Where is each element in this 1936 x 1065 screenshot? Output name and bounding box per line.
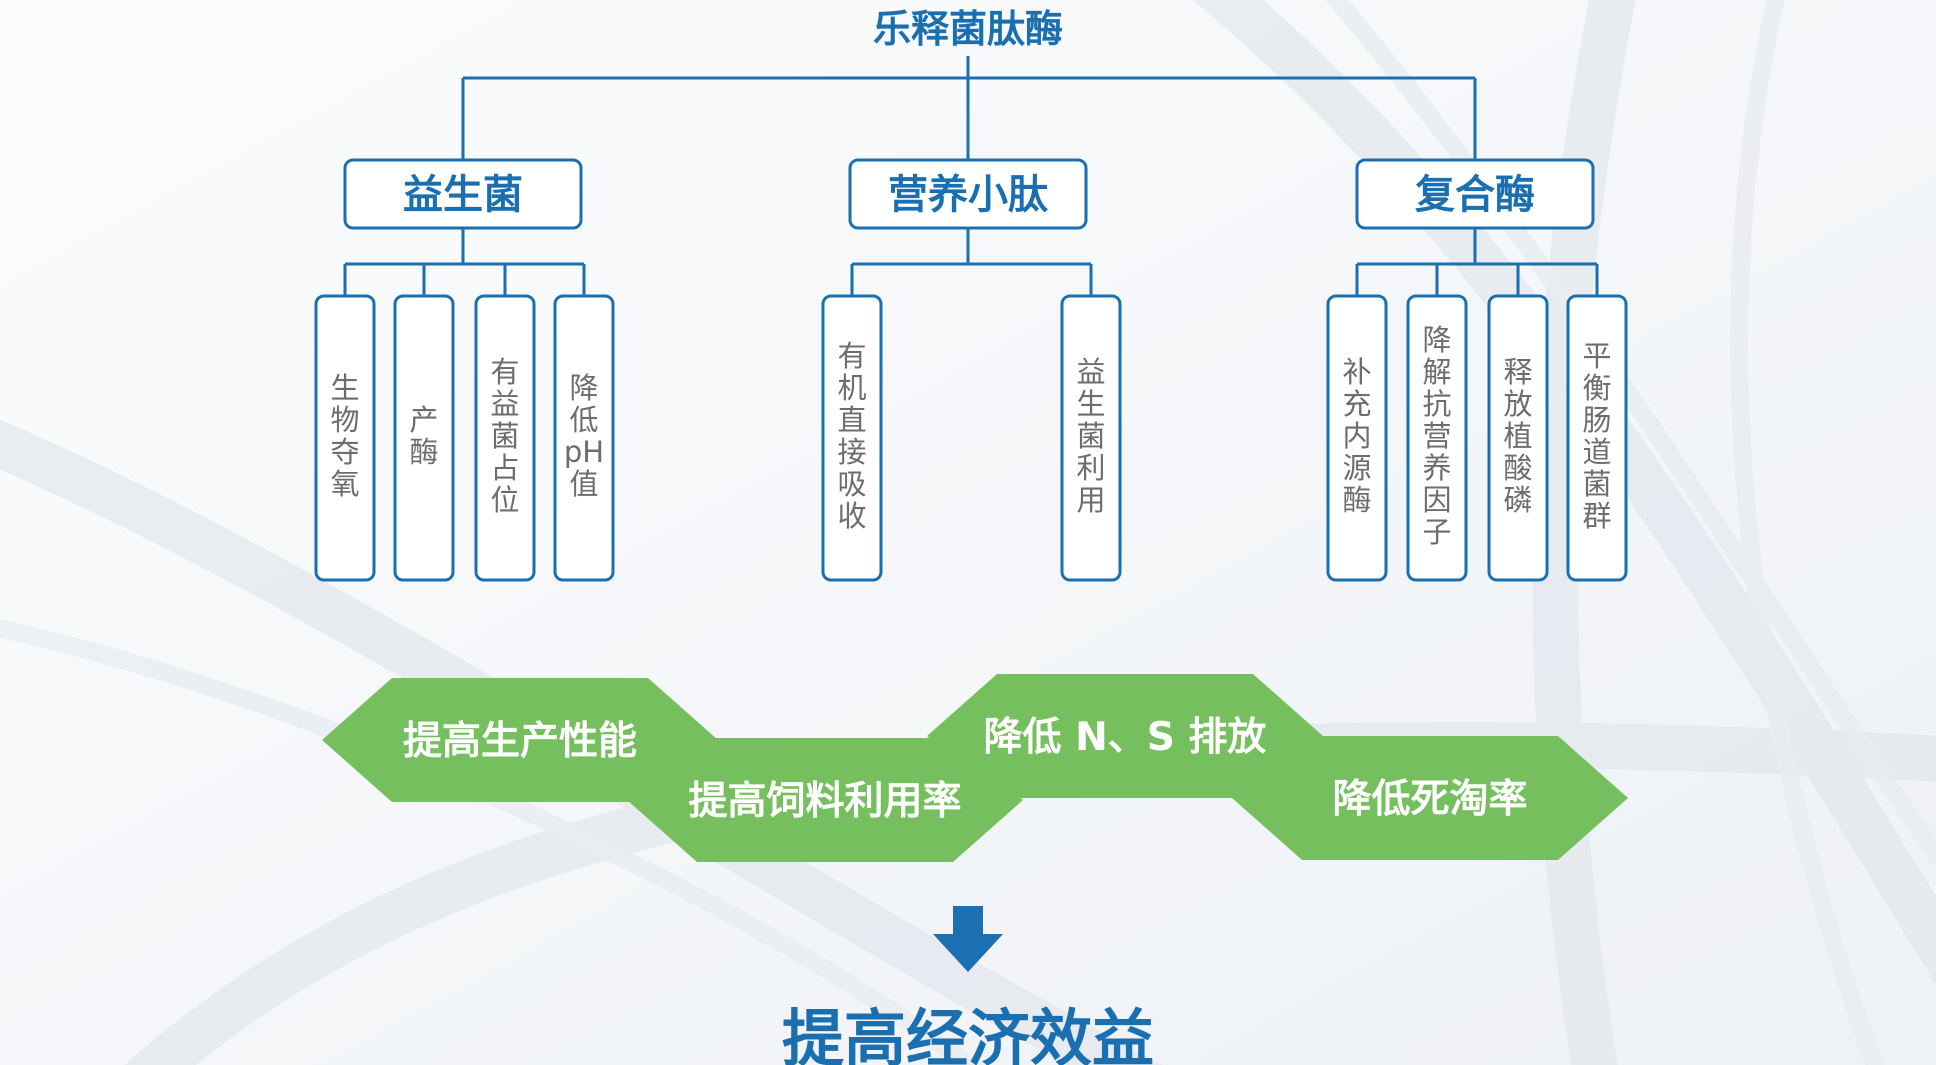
category-group: 益生菌 营养小肽 复合酶 xyxy=(343,158,1595,230)
category-label: 益生菌 xyxy=(403,172,523,218)
leaf-label: 释放植酸磷 xyxy=(1503,355,1532,517)
leaf-box xyxy=(314,294,376,582)
leaf-label: 产酶 xyxy=(409,403,438,469)
category-box xyxy=(343,158,583,230)
conclusion-text: 提高经济效益 xyxy=(782,1002,1154,1065)
leaf-label: 补充内源酶 xyxy=(1342,355,1371,517)
category-label: 复合酶 xyxy=(1415,172,1535,218)
root-title: 乐释菌肽酶 xyxy=(873,7,1063,51)
leaf-label: 益生菌利用 xyxy=(1076,355,1105,517)
leaf-label: 有机直接吸收 xyxy=(837,339,866,533)
benefit-hexagon xyxy=(1232,736,1628,860)
leaf-label: 生物夺氧 xyxy=(330,371,359,501)
leaf-label: 平衡肠道菌群 xyxy=(1582,339,1611,533)
category-box xyxy=(1355,158,1595,230)
category-box xyxy=(848,158,1088,230)
leaf-box xyxy=(1566,294,1628,582)
leaf-box xyxy=(1326,294,1388,582)
benefit-hexagon xyxy=(322,678,718,802)
benefit-label: 提高生产性能 xyxy=(403,719,637,764)
leaf-box xyxy=(553,294,615,582)
leaf-box xyxy=(821,294,883,582)
leaf-box xyxy=(474,294,536,582)
benefit-hexagon xyxy=(927,674,1323,798)
benefit-label: 降低 N、S 排放 xyxy=(984,715,1267,760)
leaf-label: 降解抗营养因子 xyxy=(1422,323,1451,549)
benefit-label: 降低死淘率 xyxy=(1332,777,1527,822)
leaf-box xyxy=(1406,294,1468,582)
leaf-box xyxy=(1487,294,1549,582)
benefit-label: 提高饲料利用率 xyxy=(688,779,961,824)
leaf-box xyxy=(393,294,455,582)
leaf-label: 有益菌占位 xyxy=(490,355,519,517)
leaf-box xyxy=(1060,294,1122,582)
category-label: 营养小肽 xyxy=(888,172,1048,218)
benefit-hexagon xyxy=(627,738,1023,862)
arrow-down-icon xyxy=(933,906,1003,972)
connectors xyxy=(343,56,1599,296)
